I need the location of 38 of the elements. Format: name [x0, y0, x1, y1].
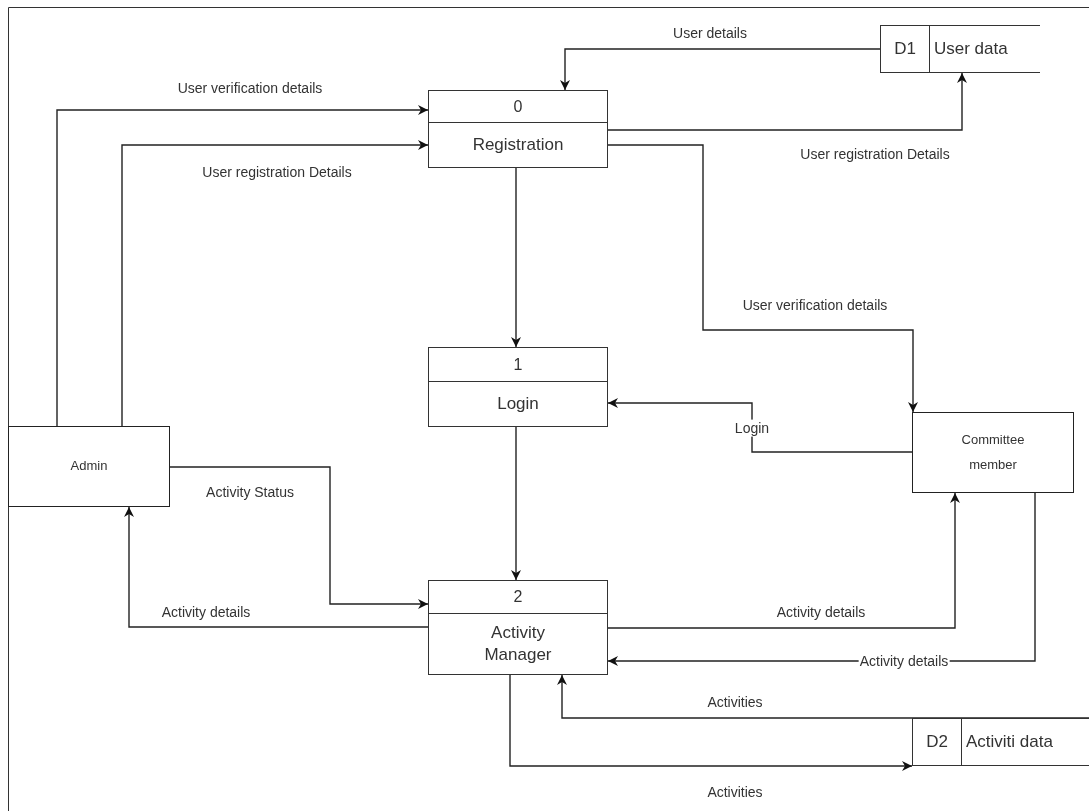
- store-name: Activiti data: [966, 732, 1053, 752]
- arrow: [124, 506, 429, 628]
- entity-box: [8, 426, 170, 507]
- data-store: [880, 25, 1040, 73]
- edge-label: User registration Details: [799, 145, 951, 163]
- store-name: User data: [934, 39, 1008, 59]
- store-id: D2: [926, 732, 948, 752]
- process-number: 2: [513, 588, 523, 606]
- edge-label: User registration Details: [201, 163, 353, 181]
- entity-box: [912, 412, 1074, 493]
- entity-name: Committee member: [960, 430, 1026, 474]
- arrow: [607, 398, 913, 453]
- edge-label: Activity Status: [205, 483, 295, 501]
- edge-label: Login: [733, 419, 771, 437]
- store-id: D1: [894, 39, 916, 59]
- arrow: [607, 492, 960, 629]
- edge-label: Activity details: [858, 652, 950, 670]
- arrow: [509, 674, 913, 771]
- arrow: [169, 466, 429, 609]
- process-number: 1: [513, 355, 523, 374]
- arrow: [56, 105, 429, 427]
- edge-label: Activity details: [775, 603, 867, 621]
- arrow: [607, 144, 918, 413]
- process-number: 0: [513, 97, 523, 116]
- arrow: [607, 72, 967, 131]
- entity-name: Admin: [70, 457, 108, 476]
- arrow: [511, 167, 521, 348]
- edge-label: Activity details: [160, 603, 252, 621]
- process-name: Activity Manager: [483, 621, 553, 666]
- process-name: Registration: [472, 133, 564, 156]
- arrow: [511, 426, 521, 581]
- process-box: [428, 90, 608, 168]
- arrow: [560, 48, 881, 91]
- process-box: [428, 580, 608, 675]
- process-name: Login: [497, 392, 539, 415]
- arrow: [121, 140, 429, 427]
- data-store: [912, 718, 1089, 766]
- process-box: [428, 347, 608, 427]
